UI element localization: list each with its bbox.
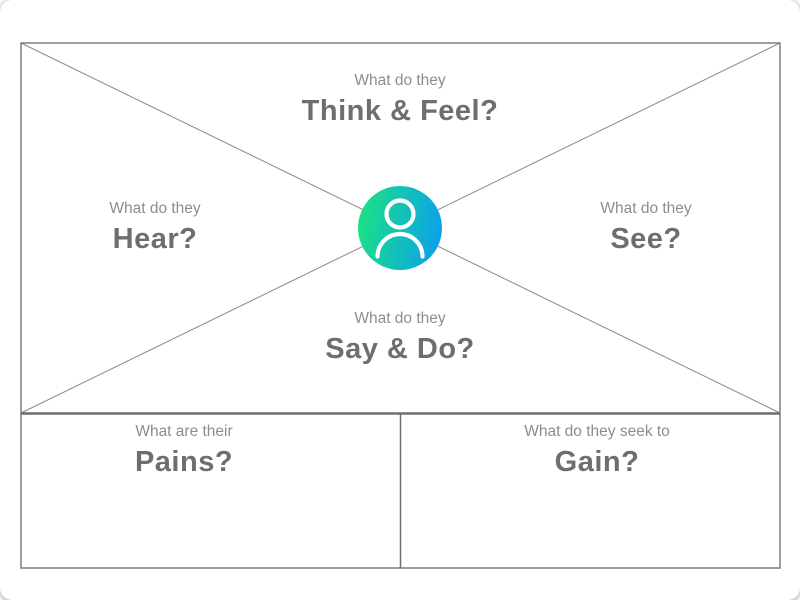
think-feel-label: Think & Feel? — [301, 95, 499, 127]
section-say-and-do: What do they Say & Do? — [325, 310, 475, 366]
hear-label: Hear? — [112, 223, 198, 255]
hear-question: What do they — [109, 200, 201, 217]
gains-question: What do they seek to — [524, 423, 670, 440]
section-hear: What do they Hear? — [109, 200, 200, 256]
pains-label: Pains? — [134, 446, 234, 478]
user-avatar-badge — [358, 186, 442, 270]
section-see: What do they See? — [600, 200, 691, 256]
section-gains: What do they seek to Gain? — [524, 423, 670, 479]
see-question: What do they — [600, 200, 692, 217]
section-think-and-feel: What do they Think & Feel? — [302, 72, 499, 128]
gains-label: Gain? — [554, 446, 640, 478]
section-pains: What are their Pains? — [135, 423, 233, 479]
say-do-label: Say & Do? — [325, 333, 475, 365]
think-feel-question: What do they — [354, 72, 446, 89]
pains-question: What are their — [135, 423, 233, 440]
see-label: See? — [610, 223, 682, 255]
say-do-question: What do they — [354, 310, 446, 327]
person-icon — [375, 198, 425, 259]
